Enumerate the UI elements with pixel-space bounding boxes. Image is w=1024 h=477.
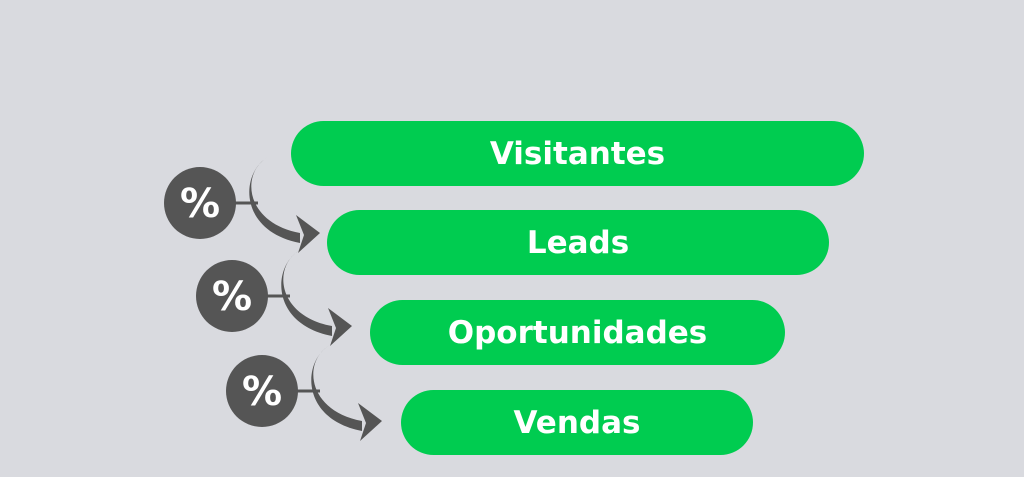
percent-icon: % [180,181,220,227]
conversion-connector-2: % [194,248,354,348]
conversion-connector-3: % [224,343,384,443]
funnel-stage-vendas: Vendas [401,390,753,455]
percent-icon: % [242,369,282,415]
conversion-connector-1: % [162,155,322,255]
percent-icon: % [212,274,252,320]
funnel-stage-leads: Leads [327,210,829,275]
funnel-stage-visitantes: Visitantes [291,121,864,186]
funnel-stage-oportunidades: Oportunidades [370,300,785,365]
